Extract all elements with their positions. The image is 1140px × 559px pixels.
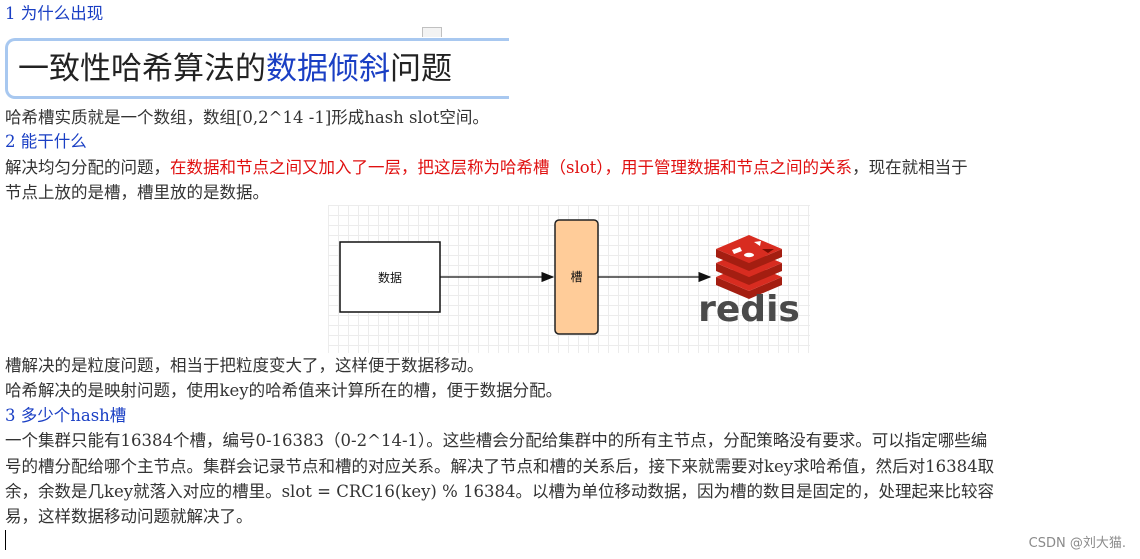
section-2-body-emphasis: 在数据和节点之间又加入了一层，把这层称为哈希槽（slot），用于管理数据和节点之…: [170, 158, 853, 177]
title-part-1: 一致性哈希算法的: [18, 51, 266, 87]
section-2-body-line-2: 节点上放的是槽，槽里放的是数据。: [5, 183, 269, 202]
title-text: 一致性哈希算法的数据倾斜问题: [18, 48, 452, 90]
section-2-body-pre: 解决均匀分配的问题，: [5, 158, 170, 177]
section-1-body: 哈希槽实质就是一个数组，数组[0,2^14 -1]形成hash slot空间。: [5, 108, 489, 127]
section-3-line-1: 一个集群只能有16384个槽，编号0-16383（0-2^14-1）。这些槽会分…: [5, 431, 988, 450]
slot-diagram-svg: 数据 槽 redis: [339, 219, 800, 335]
section-3-line-4: 易，这样数据移动问题就解决了。: [5, 507, 253, 526]
title-box: [5, 38, 509, 99]
section-3-heading: 3 多少个hash槽: [5, 406, 127, 425]
section-2-after-1: 槽解决的是粒度问题，相当于把粒度变大了，这样便于数据移动。: [5, 356, 484, 375]
title-tab-marker: [422, 27, 442, 37]
title-part-3: 问题: [390, 51, 452, 87]
text-cursor: [5, 530, 6, 550]
section-2-body-line-1: 解决均匀分配的问题，在数据和节点之间又加入了一层，把这层称为哈希槽（slot），…: [5, 156, 968, 180]
data-box-label: 数据: [378, 270, 402, 285]
slot-diagram: 数据 槽 redis: [328, 205, 810, 353]
redis-logo-text: redis: [698, 289, 800, 330]
section-3-line-2: 号的槽分配给哪个主节点。集群会记录节点和槽的对应关系。解决了节点和槽的关系后，接…: [5, 457, 995, 476]
section-2-after-2: 哈希解决的是映射问题，使用key的哈希值来计算所在的槽，便于数据分配。: [5, 381, 563, 400]
section-2-heading: 2 能干什么: [5, 132, 87, 151]
section-1-heading: 1 为什么出现: [5, 4, 104, 23]
csdn-watermark: CSDN @刘大猫.: [1028, 536, 1126, 551]
title-part-highlight: 数据倾斜: [266, 51, 390, 87]
section-2-body-post: ，现在就相当于: [852, 158, 968, 177]
slot-box-label: 槽: [570, 270, 582, 284]
section-3-line-3: 余，余数是几key就落入对应的槽里。slot = CRC16(key) % 16…: [5, 482, 994, 501]
redis-logo-icon: [716, 235, 782, 299]
